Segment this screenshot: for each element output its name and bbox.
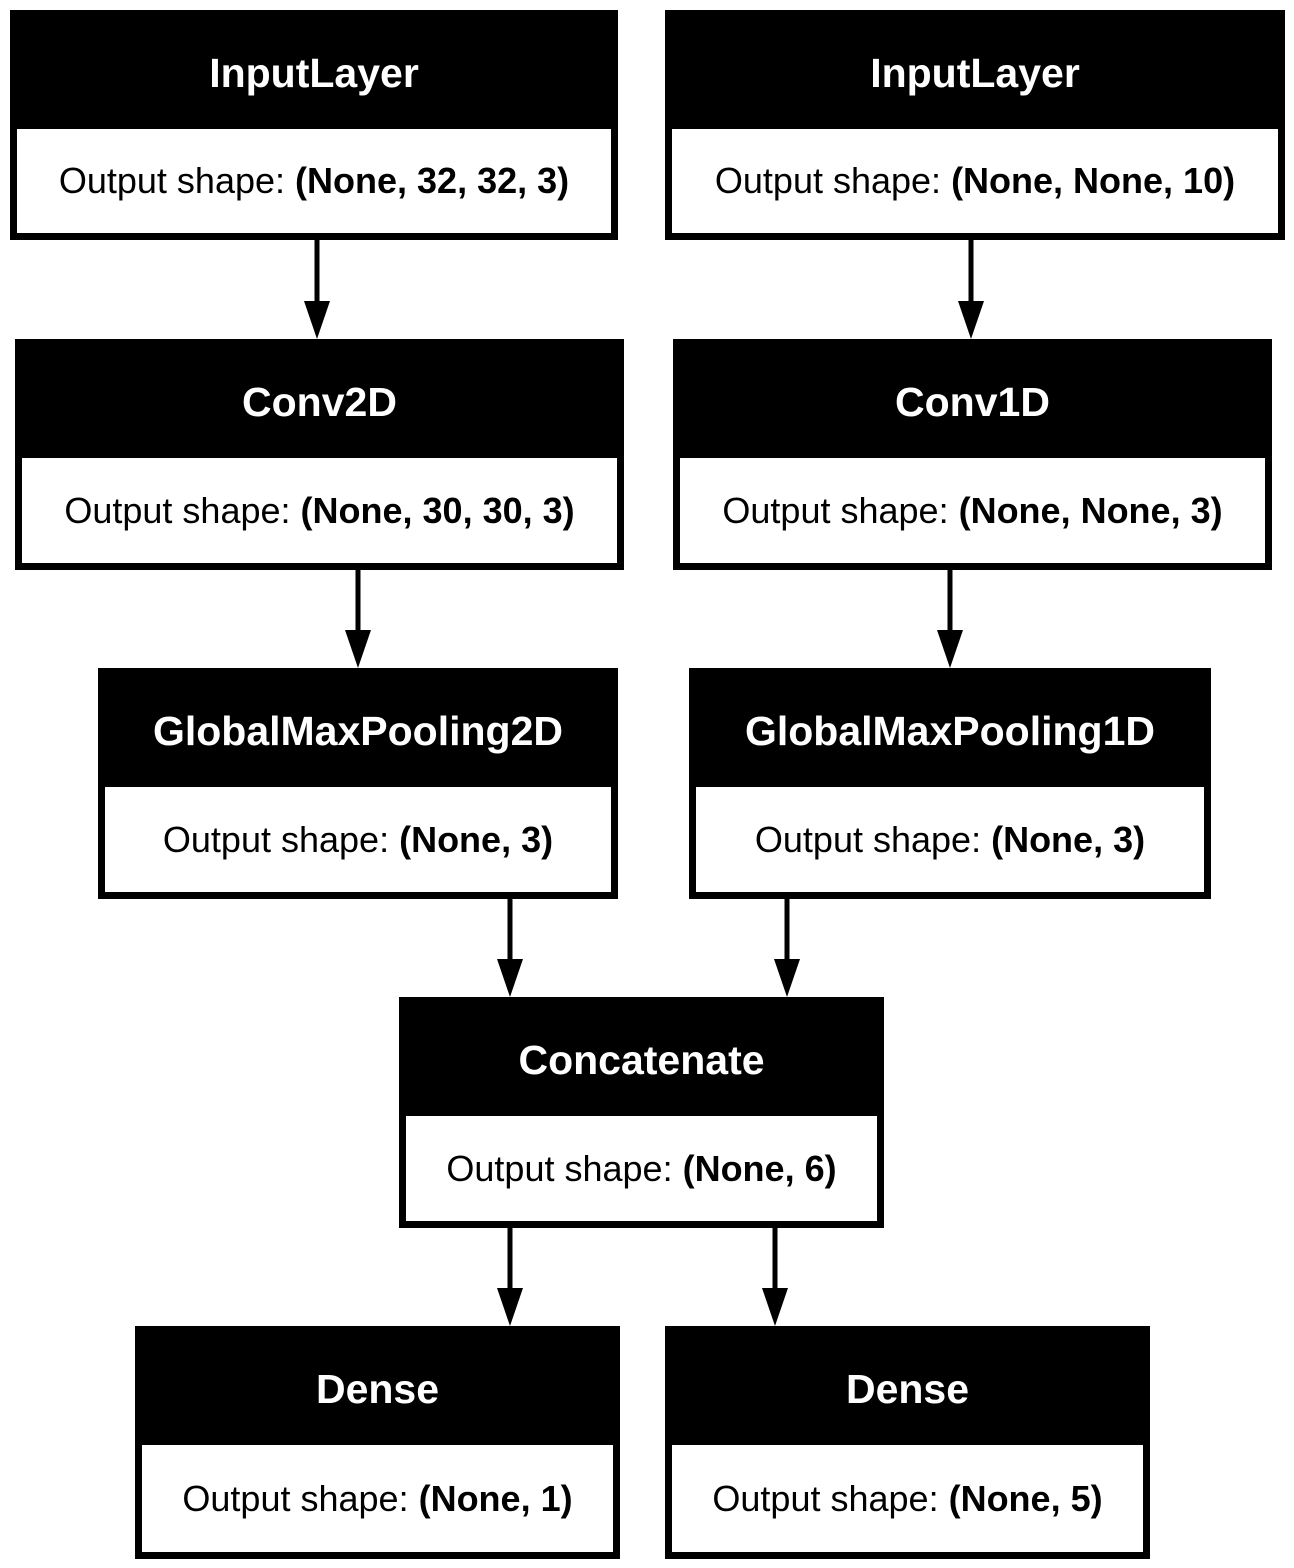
edge-arrow <box>497 899 523 997</box>
arrowhead <box>937 630 963 668</box>
node-concatenate: Concatenate Output shape: (None, 6) <box>399 997 884 1228</box>
node-output: Output shape: (None, 3) <box>696 787 1204 892</box>
node-output: Output shape: (None, None, 3) <box>680 458 1265 563</box>
edge-arrow <box>937 570 963 668</box>
output-shape-label: Output shape: <box>162 818 390 860</box>
node-conv2d: Conv2D Output shape: (None, 30, 30, 3) <box>15 339 624 570</box>
node-output: Output shape: (None, 5) <box>672 1445 1143 1552</box>
edge-arrow <box>497 1228 523 1326</box>
arrowhead <box>958 301 984 339</box>
node-global-max-pooling-2d: GlobalMaxPooling2D Output shape: (None, … <box>98 668 618 899</box>
output-shape-label: Output shape: <box>754 818 982 860</box>
output-shape-value: (None, 3) <box>991 818 1146 860</box>
arrowhead <box>774 959 800 997</box>
output-shape-label: Output shape: <box>446 1147 673 1189</box>
output-shape-label: Output shape: <box>182 1477 409 1519</box>
edge-arrow <box>304 240 330 339</box>
node-output: Output shape: (None, 30, 30, 3) <box>22 458 617 563</box>
output-shape-value: (None, 6) <box>682 1147 837 1189</box>
output-shape-value: (None, None, 3) <box>958 489 1223 531</box>
node-dense-1: Dense Output shape: (None, 1) <box>135 1326 620 1559</box>
node-title: InputLayer <box>672 17 1278 129</box>
output-shape-label: Output shape: <box>714 160 942 201</box>
node-output: Output shape: (None, 1) <box>142 1445 613 1552</box>
arrowhead <box>497 1288 523 1326</box>
node-output: Output shape: (None, 3) <box>105 787 611 892</box>
output-shape-label: Output shape: <box>58 160 286 201</box>
node-title: Dense <box>142 1333 613 1445</box>
output-shape-value: (None, 3) <box>399 818 554 860</box>
output-shape-value: (None, 30, 30, 3) <box>300 489 575 531</box>
node-global-max-pooling-1d: GlobalMaxPooling1D Output shape: (None, … <box>689 668 1211 899</box>
arrowhead <box>497 959 523 997</box>
edge-arrow <box>958 240 984 339</box>
node-input-layer-1: InputLayer Output shape: (None, 32, 32, … <box>10 10 618 240</box>
node-conv1d: Conv1D Output shape: (None, None, 3) <box>673 339 1272 570</box>
output-shape-label: Output shape: <box>712 1477 939 1519</box>
node-title: Conv1D <box>680 346 1265 458</box>
node-output: Output shape: (None, 32, 32, 3) <box>17 129 611 233</box>
node-title: Dense <box>672 1333 1143 1445</box>
arrowhead <box>762 1288 788 1326</box>
node-title: GlobalMaxPooling1D <box>696 675 1204 787</box>
node-title: Concatenate <box>406 1004 877 1116</box>
node-output: Output shape: (None, None, 10) <box>672 129 1278 233</box>
node-title: Conv2D <box>22 346 617 458</box>
edge-arrow <box>774 899 800 997</box>
output-shape-value: (None, 1) <box>418 1477 573 1519</box>
node-output: Output shape: (None, 6) <box>406 1116 877 1221</box>
output-shape-label: Output shape: <box>64 489 291 531</box>
output-shape-value: (None, None, 10) <box>951 160 1236 201</box>
output-shape-value: (None, 5) <box>948 1477 1103 1519</box>
node-dense-2: Dense Output shape: (None, 5) <box>665 1326 1150 1559</box>
node-input-layer-2: InputLayer Output shape: (None, None, 10… <box>665 10 1285 240</box>
output-shape-label: Output shape: <box>722 489 949 531</box>
node-title: InputLayer <box>17 17 611 129</box>
output-shape-value: (None, 32, 32, 3) <box>295 160 570 201</box>
edge-arrow <box>762 1228 788 1326</box>
node-title: GlobalMaxPooling2D <box>105 675 611 787</box>
edge-arrow <box>345 570 371 668</box>
arrowhead <box>345 630 371 668</box>
arrowhead <box>304 301 330 339</box>
